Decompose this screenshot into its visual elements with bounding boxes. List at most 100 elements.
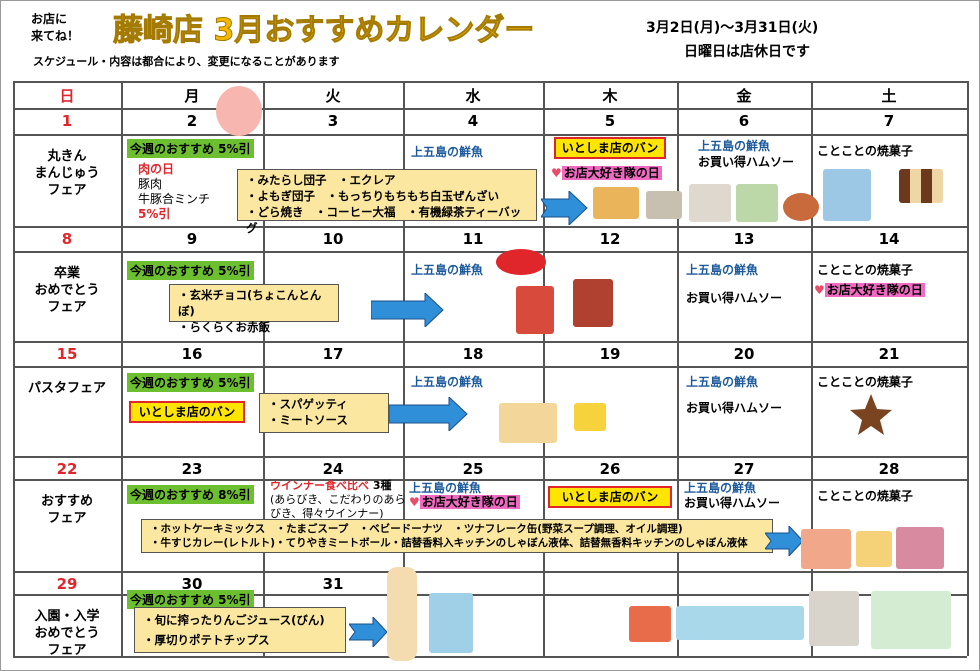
item-line: ・ミートソース (268, 413, 348, 427)
product-image (646, 191, 682, 219)
date-number: 1 (61, 112, 73, 130)
item-line: ・ホットケーキミックス ・たまごスープ ・ベビードーナツ ・ツナフレーク缶(野菜… (150, 523, 683, 535)
product-image (689, 184, 731, 222)
fan-day-label: お店大好き隊の日 (419, 495, 520, 509)
grid-line (543, 81, 545, 656)
date-number: 4 (467, 112, 479, 130)
week5-items-box: ・旬に搾ったりんごジュース(びん) ・厚切りポテトチップス (134, 607, 346, 653)
fish-label: 上五島の鮮魚 (411, 375, 484, 389)
grid-line (13, 251, 967, 253)
grid-line (13, 656, 967, 658)
date-number: 10 (322, 230, 344, 248)
date-number: 6 (738, 112, 750, 130)
date-number: 23 (181, 460, 203, 478)
come-label: お店に 来てね！ (31, 12, 80, 43)
fish-label: 上五島の鮮魚 (409, 481, 482, 495)
meat-day-label: 肉の日 (138, 162, 175, 176)
date-number: 26 (599, 460, 621, 478)
date-number: 30 (181, 575, 203, 593)
date-number: 13 (733, 230, 755, 248)
grid-line (13, 108, 967, 110)
week3-items-box: ・スパゲッティ ・ミートソース (259, 393, 389, 433)
grid-line (13, 594, 967, 596)
bread-label: いとしま店のバン (548, 486, 672, 508)
product-image (593, 187, 639, 219)
schedule-notice: スケジュール・内容は都合により、変更になることがあります (33, 55, 340, 68)
wiener-desc: (あらびき、こだわりのあら びき、得々ウインナー) (270, 493, 406, 520)
date-number: 5 (604, 112, 616, 130)
week1-items-box: ・みたらし団子 ・エクレア ・よもぎ団子 ・もっちりもちもち白玉ぜんざい ・どら… (237, 169, 537, 235)
weekly-discount-badge: 今週のおすすめ 8%引 (127, 485, 254, 504)
item-line: ・みたらし団子 ・エクレア (246, 173, 396, 187)
pig-chef-illustration (216, 86, 262, 136)
arrow-right-icon (371, 293, 444, 327)
arrow-right-icon (349, 617, 388, 647)
grid-line (811, 81, 813, 656)
grid-line (13, 366, 967, 368)
weekly-discount-badge: 今週のおすすめ 5%引 (127, 139, 254, 158)
item-line: ・牛すじカレー(レトルト)・てりやきミートボール・詰替香料入キッチンのしゃぼん液… (150, 537, 748, 549)
grid-line (121, 81, 123, 656)
item-line: ・どら焼き ・コーヒー大福 ・有機緑茶ティーバッグ (246, 205, 522, 235)
chips-image (429, 593, 473, 653)
weekday-header: 月 (184, 87, 200, 105)
fan-day: ♥お店大好き隊の日 (409, 493, 520, 510)
wiener-title: ウインナー食べ比べ (270, 479, 369, 492)
date-number: 19 (599, 345, 621, 363)
product-image (823, 169, 871, 221)
week2-items-box: ・玄米チョコ(ちょこんとんぼ) ・らくらくお赤飯 (169, 284, 339, 334)
heart-icon: ♥ (814, 283, 825, 297)
product-image (736, 184, 778, 222)
weekly-discount-badge: 今週のおすすめ 5%引 (127, 261, 254, 280)
product-image (499, 403, 557, 443)
fair-name: おすすめ フェア (40, 494, 93, 526)
sweets-label: ことことの焼菓子 (817, 375, 913, 389)
product-image (574, 403, 606, 431)
closed-note: 日曜日は店休日です (684, 44, 810, 60)
weekday-header: 水 (465, 87, 481, 105)
pork-label: 豚肉 (138, 177, 163, 191)
date-number: 27 (733, 460, 755, 478)
week4-items-box: ・ホットケーキミックス ・たまごスープ ・ベビードーナツ ・ツナフレーク缶(野菜… (141, 519, 773, 553)
juice-bottle-image (387, 567, 417, 661)
wiener-info: ウインナー食べ比べ 3種 (あらびき、こだわりのあら びき、得々ウインナー) (270, 479, 406, 521)
date-number: 11 (462, 230, 484, 248)
ham-label: お買い得ハムソー (684, 496, 781, 510)
item-line: ・玄米チョコ(ちょこんとんぼ) (178, 288, 322, 318)
weekday-header: 金 (736, 87, 752, 105)
grid-line (403, 81, 405, 656)
grid-line (677, 81, 679, 656)
date-number: 7 (883, 112, 895, 130)
item-line: ・よもぎ団子 ・もっちりもちもち白玉ぜんざい (246, 189, 499, 203)
item-line: ・厚切りポテトチップス (143, 633, 270, 647)
weekday-header: 火 (325, 87, 341, 105)
ham-label: お買い得ハムソー (686, 291, 783, 305)
ham-label: お買い得ハムソー (686, 401, 783, 415)
weekly-discount-badge: 今週のおすすめ 5%引 (127, 373, 254, 392)
date-number: 17 (322, 345, 344, 363)
bread-label: いとしま店のバン (554, 137, 666, 159)
sweets-label: ことことの焼菓子 (817, 489, 913, 503)
page-title: 藤崎店 3月おすすめカレンダー (112, 13, 535, 49)
weekday-header: 木 (602, 87, 618, 105)
heart-icon: ♥ (551, 166, 562, 180)
fan-day-label: お店大好き隊の日 (824, 283, 925, 297)
fair-name: 丸きん まんじゅう フェア (34, 149, 100, 198)
arrow-right-icon (765, 526, 804, 556)
fan-day: ♥お店大好き隊の日 (814, 281, 925, 298)
fish-label: 上五島の鮮魚 (684, 481, 757, 495)
date-number: 29 (56, 575, 78, 593)
product-image (809, 591, 859, 646)
grid-line (13, 456, 967, 458)
date-number: 24 (322, 460, 344, 478)
heart-icon: ♥ (409, 495, 420, 509)
grid-line (13, 81, 967, 83)
fish-label: 上五島の鮮魚 (686, 375, 759, 389)
date-number: 16 (181, 345, 203, 363)
fish-label: 上五島の鮮魚 (411, 145, 484, 159)
grid-line (13, 134, 967, 136)
meat-day-info: 肉の日 豚肉 牛豚合ミンチ 5%引 (138, 162, 210, 222)
fish-label: 上五島の鮮魚 (686, 263, 759, 277)
fan-day: ♥お店大好き隊の日 (551, 164, 662, 181)
